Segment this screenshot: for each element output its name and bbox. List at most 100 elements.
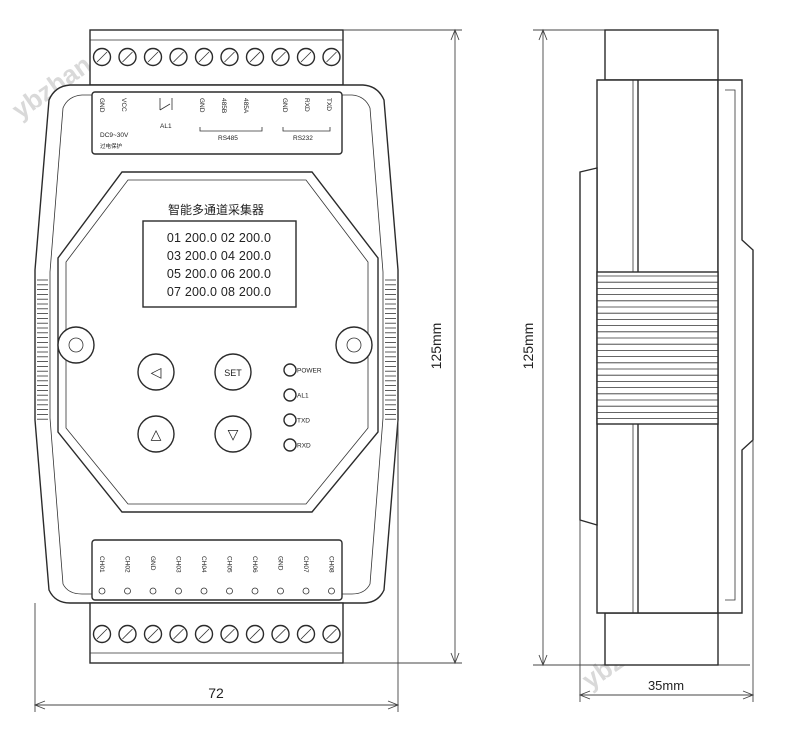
bottom-terminal-pin <box>226 587 233 595</box>
bottom-terminal-label-ch02: CH02 <box>124 556 131 573</box>
bottom-terminal-screw <box>92 624 112 644</box>
bottom-terminal-screw <box>194 624 214 644</box>
lcd-line: 03 200.0 04 200.0 <box>167 249 271 263</box>
bottom-terminal-screw <box>271 624 290 644</box>
bottom-terminal-screw <box>169 624 188 644</box>
lcd-screen <box>142 220 297 308</box>
top-terminal-label-gnd: GND <box>98 98 105 113</box>
side-view: 125mm 35mm <box>520 28 755 702</box>
mounting-hole-right <box>335 326 373 364</box>
led-rxd: RXD <box>283 438 311 452</box>
top-terminal-label-gnd: GND <box>281 98 288 113</box>
bottom-terminal-labels: CH01 CH02 GND CH03 CH04 CH05 CH06 GND CH07 CH08 <box>98 556 335 595</box>
top-terminal-labels: GND VCC GND 485B 485A GND RXD TXD <box>98 98 332 114</box>
led-al1: AL1 <box>283 388 309 402</box>
left-arrow-icon: ◁ <box>151 364 162 380</box>
bottom-label-panel <box>91 539 343 601</box>
device-title: 智能多通道采集器 <box>168 202 264 217</box>
side-depth-label: 35mm <box>648 678 684 693</box>
top-terminal-screws <box>92 47 341 67</box>
set-label: SET <box>224 368 242 378</box>
top-terminal-label-485a: 485A <box>242 98 249 114</box>
top-terminal-screw <box>92 47 112 67</box>
led-label: AL1 <box>297 393 309 400</box>
bottom-terminal-screw <box>296 624 316 644</box>
bottom-terminal-label-ch04: CH04 <box>200 556 207 573</box>
led-label: TXD <box>297 418 310 425</box>
side-height-label: 125mm <box>520 323 536 370</box>
lcd-line: 07 200.0 08 200.0 <box>167 285 271 299</box>
top-terminal-screw <box>143 47 163 67</box>
bottom-terminal-pin <box>149 587 157 595</box>
front-height-label: 125mm <box>428 323 444 370</box>
bottom-terminal-pin <box>124 587 131 595</box>
bottom-terminal-label-ch07: CH07 <box>302 556 309 573</box>
bottom-terminal-screw <box>220 624 239 644</box>
side-clip <box>579 167 598 526</box>
bottom-terminal-label-ch01: CH01 <box>98 556 105 573</box>
side-top-terminal <box>604 29 719 81</box>
power-sub-label: 过电保护 <box>100 142 123 150</box>
side-ribbed-band <box>596 271 719 425</box>
bottom-terminal-pin <box>98 587 106 595</box>
lcd-line: 05 200.0 06 200.0 <box>167 267 271 281</box>
top-label-panel <box>91 91 343 155</box>
top-terminal-screw <box>118 47 137 67</box>
bottom-terminal-pin <box>251 587 259 595</box>
top-terminal-screw <box>322 47 341 67</box>
top-terminal-screw <box>245 47 265 67</box>
bottom-terminal-screw <box>143 624 163 644</box>
bottom-terminal-pin <box>200 587 208 595</box>
bottom-terminal-label-ch03: CH03 <box>175 556 182 573</box>
button-up[interactable]: △ <box>137 415 175 453</box>
bottom-terminal-pin <box>277 587 284 595</box>
top-terminal-label-rxd: RXD <box>303 98 310 112</box>
relay-label: AL1 <box>160 123 172 130</box>
led-power: POWER <box>283 363 322 377</box>
top-terminal-screw <box>169 47 188 67</box>
bottom-terminal-pin <box>175 587 182 595</box>
bottom-terminal-label-ch05: CH05 <box>226 556 233 573</box>
button-set[interactable]: SET <box>214 353 252 391</box>
bottom-terminal-label-ch08: CH08 <box>328 556 335 573</box>
bottom-terminal-screw <box>322 624 341 644</box>
bottom-terminal-pin <box>302 587 310 595</box>
power-label: DC9~30V <box>100 132 129 139</box>
mounting-hole-left <box>57 326 95 364</box>
led-label: RXD <box>297 443 311 450</box>
bottom-terminal-screw <box>245 624 265 644</box>
top-terminal-label-vcc: VCC <box>120 98 127 112</box>
front-panel-octagon <box>57 171 379 513</box>
bottom-terminal-label-ch06: CH06 <box>251 556 258 573</box>
lcd-readings: 01 200.0 02 200.0 03 200.0 04 200.0 05 200… <box>167 231 271 299</box>
rs485-label: RS485 <box>218 135 238 142</box>
side-band-ribs <box>597 275 718 420</box>
top-terminal-screw <box>194 47 214 67</box>
top-terminal-screw <box>296 47 316 67</box>
side-bottom-terminal <box>604 612 719 666</box>
up-arrow-icon: △ <box>151 426 162 442</box>
bottom-terminal-screws <box>92 624 341 644</box>
led-txd: TXD <box>283 413 310 427</box>
top-terminal-screw <box>271 47 290 67</box>
lcd-line: 01 200.0 02 200.0 <box>167 231 271 245</box>
button-down[interactable]: ▽ <box>214 415 252 453</box>
top-terminal-screw <box>220 47 239 67</box>
rs232-label: RS232 <box>293 135 313 142</box>
top-terminal-label-gnd: GND <box>198 98 205 113</box>
bottom-terminal-pin <box>328 587 335 595</box>
front-width-label: 72 <box>208 685 224 701</box>
din-rail-bracket <box>717 79 754 614</box>
button-left[interactable]: ◁ <box>137 353 175 391</box>
down-arrow-icon: ▽ <box>228 426 239 442</box>
led-label: POWER <box>297 368 322 375</box>
bottom-terminal-screw <box>118 624 137 644</box>
bottom-terminal-label-gnd: GND <box>277 556 284 571</box>
top-terminal-label-485b: 485B <box>220 98 227 113</box>
bottom-terminal-label-gnd: GND <box>149 556 156 571</box>
top-terminal-label-txd: TXD <box>325 98 332 111</box>
side-ribs <box>37 279 396 420</box>
